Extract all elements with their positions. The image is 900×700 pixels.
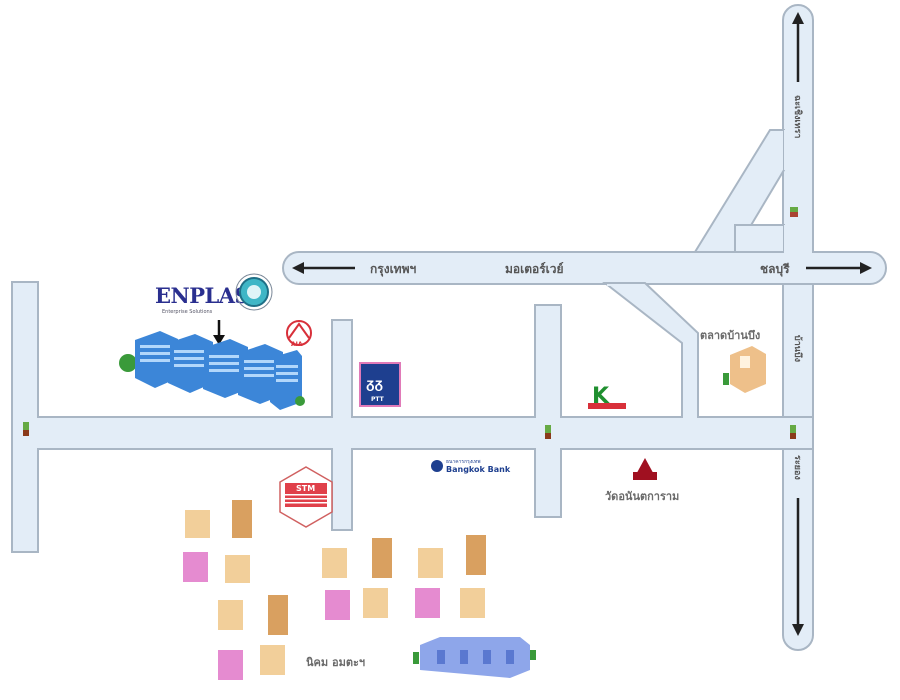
enplas-logo: ENPLAS Enterprise Solutions (155, 273, 273, 315)
arrow-down-icon (792, 498, 804, 636)
road-seam-covers (13, 130, 812, 450)
aia-logo-icon: AIA (286, 320, 312, 348)
label-banbueng: บ้านบึง (792, 335, 803, 362)
arrow-up-icon (792, 12, 804, 82)
road-motorway (282, 251, 887, 285)
enplas-factory-buildings-icon (119, 331, 305, 410)
arrow-down-pointer-icon (213, 320, 225, 345)
residential-houses-icon (183, 500, 486, 680)
arrow-right-chonburi-icon (806, 262, 872, 274)
label-temple: วัดอนันตการาม (605, 490, 679, 503)
traffic-light-icon (545, 425, 551, 439)
svg-text:ธนาคารกรุงเทพ: ธนาคารกรุงเทพ (446, 459, 481, 465)
label-industrial-estate: นิคม อมตะฯ (306, 656, 365, 669)
market-building-icon (723, 346, 766, 393)
kasikorn-logo-icon: K (588, 384, 626, 409)
bangkok-bank-logo: ธนาคารกรุงเทพ Bangkok Bank (431, 459, 511, 474)
label-chonburi: ชลบุรี (760, 262, 790, 277)
svg-text:PTT: PTT (371, 396, 385, 403)
road-diagonal-lower (602, 282, 699, 418)
arrow-left-bangkok-icon (292, 262, 355, 274)
label-market: ตลาดบ้านบึง (700, 329, 760, 342)
svg-text:Bangkok Bank: Bangkok Bank (446, 465, 511, 474)
label-rayong: ระยอง (792, 455, 802, 480)
label-chachoengsao: ฉะเชิงเทรา (792, 95, 803, 138)
traffic-light-icon (790, 425, 796, 439)
enplas-tagline: Enterprise Solutions (162, 309, 213, 315)
enplas-wordmark: ENPLAS (155, 283, 249, 308)
label-bangkok: กรุงเทพฯ (370, 262, 416, 277)
traffic-light-icon (23, 422, 29, 436)
stm-logo-icon: STM (279, 466, 333, 528)
label-motorway: มอเตอร์เวย์ (505, 262, 564, 276)
road-diagonal-upper (693, 129, 785, 253)
svg-text:K: K (592, 384, 610, 409)
svg-text:AIA: AIA (291, 341, 303, 348)
temple-icon (633, 458, 657, 480)
svg-text:STM: STM (296, 484, 315, 493)
ptt-logo-icon: ᵹᵹ PTT (359, 362, 401, 407)
industrial-estate-buildings-icon (413, 637, 536, 678)
traffic-light-icon (790, 207, 798, 217)
svg-text:ᵹᵹ: ᵹᵹ (366, 376, 383, 392)
